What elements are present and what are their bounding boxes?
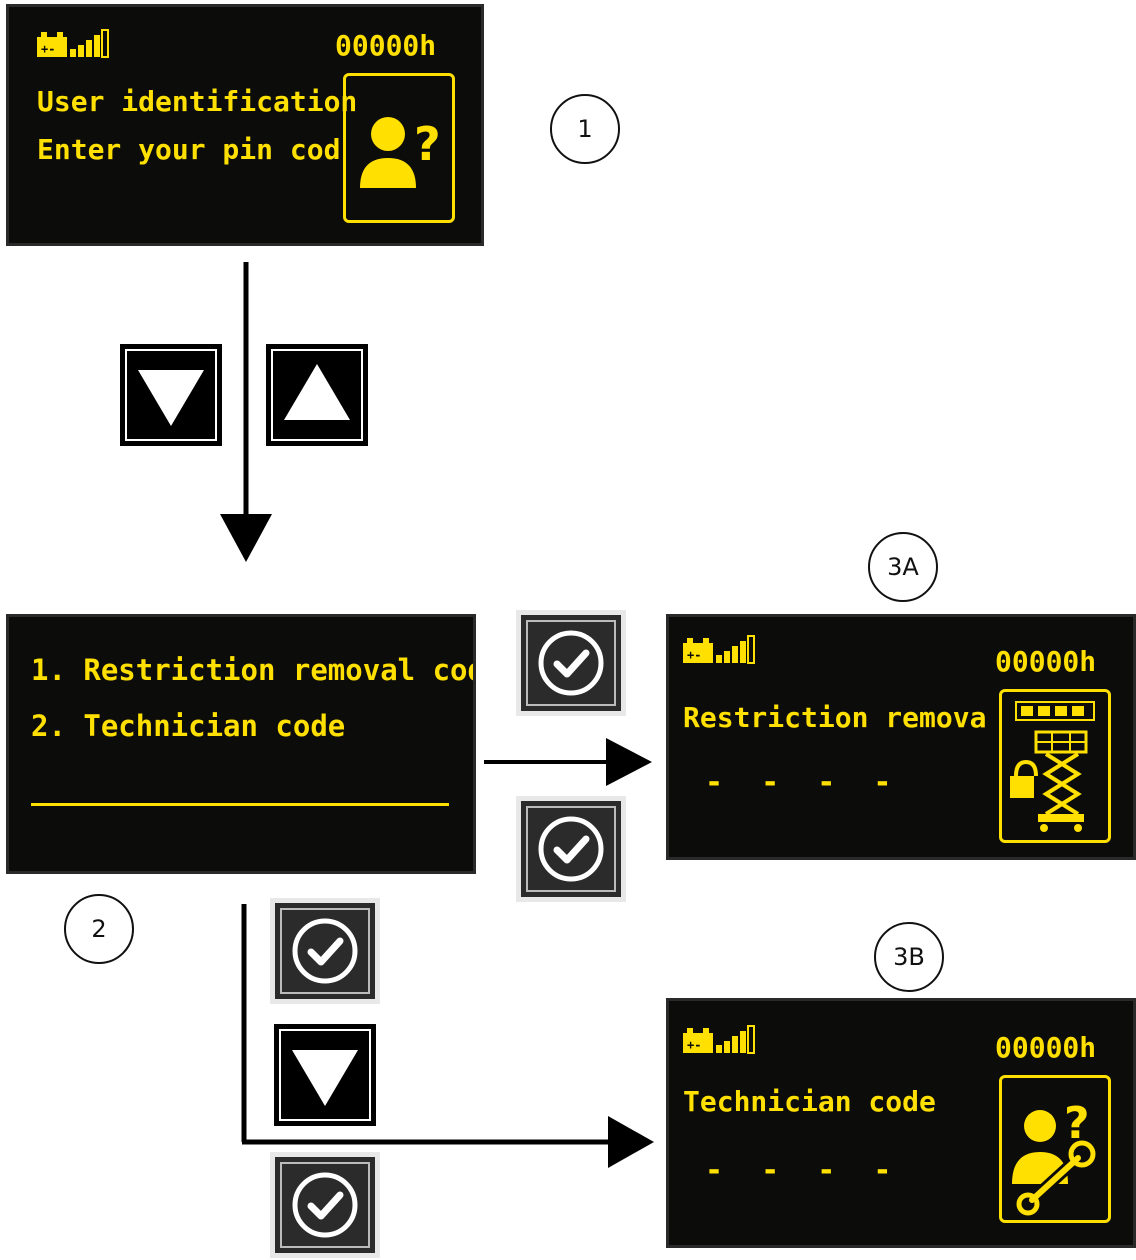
- battery-signal-icon: [683, 1025, 755, 1054]
- battery-signal-icon: [37, 29, 109, 58]
- confirm-button[interactable]: [270, 898, 380, 1004]
- svg-text:?: ?: [414, 117, 441, 171]
- down-button[interactable]: [116, 340, 226, 450]
- screen-technician-code: 00000h Technician code - - - - ?: [666, 998, 1136, 1248]
- down-button[interactable]: [270, 1020, 380, 1130]
- confirm-button[interactable]: [270, 1152, 380, 1258]
- menu-option-restriction-removal[interactable]: 1. Restriction removal cod: [31, 653, 476, 687]
- menu-divider: [31, 803, 449, 806]
- screen-title: User identification: [37, 85, 358, 118]
- screen-prompt: Enter your pin cod: [37, 133, 341, 166]
- technician-wrench-icon: ?: [999, 1075, 1111, 1223]
- step-marker-3a: 3A: [868, 532, 938, 602]
- battery-signal-icon: [683, 635, 755, 664]
- confirm-button[interactable]: [516, 610, 626, 716]
- flow-arrow-1-to-2: [220, 262, 272, 562]
- confirm-button[interactable]: [516, 796, 626, 902]
- up-button[interactable]: [262, 340, 372, 450]
- screen-code-menu: 1. Restriction removal cod 2. Technician…: [6, 614, 476, 874]
- screen-title: Restriction remova: [683, 701, 987, 734]
- user-question-icon: ?: [343, 73, 455, 223]
- hours-counter: 00000h: [995, 645, 1097, 678]
- step-marker-1: 1: [550, 94, 620, 164]
- screen-user-identification: 00000h User identification Enter your pi…: [6, 4, 484, 246]
- flow-arrow-2-to-3a: [484, 738, 652, 786]
- menu-option-technician-code[interactable]: 2. Technician code: [31, 709, 346, 743]
- code-entry-field[interactable]: - - - -: [705, 1153, 902, 1188]
- hours-counter: 00000h: [995, 1031, 1097, 1064]
- flow-arrow-2-to-3b: [241, 904, 654, 1168]
- code-entry-field[interactable]: - - - -: [705, 765, 902, 800]
- scissor-lift-unlock-icon: [999, 689, 1111, 843]
- screen-restriction-removal: 00000h Restriction remova - - - -: [666, 614, 1136, 860]
- svg-text:?: ?: [1064, 1098, 1090, 1149]
- hours-counter: 00000h: [335, 29, 437, 62]
- step-marker-2: 2: [64, 894, 134, 964]
- screen-title: Technician code: [683, 1085, 936, 1118]
- step-marker-3b: 3B: [874, 922, 944, 992]
